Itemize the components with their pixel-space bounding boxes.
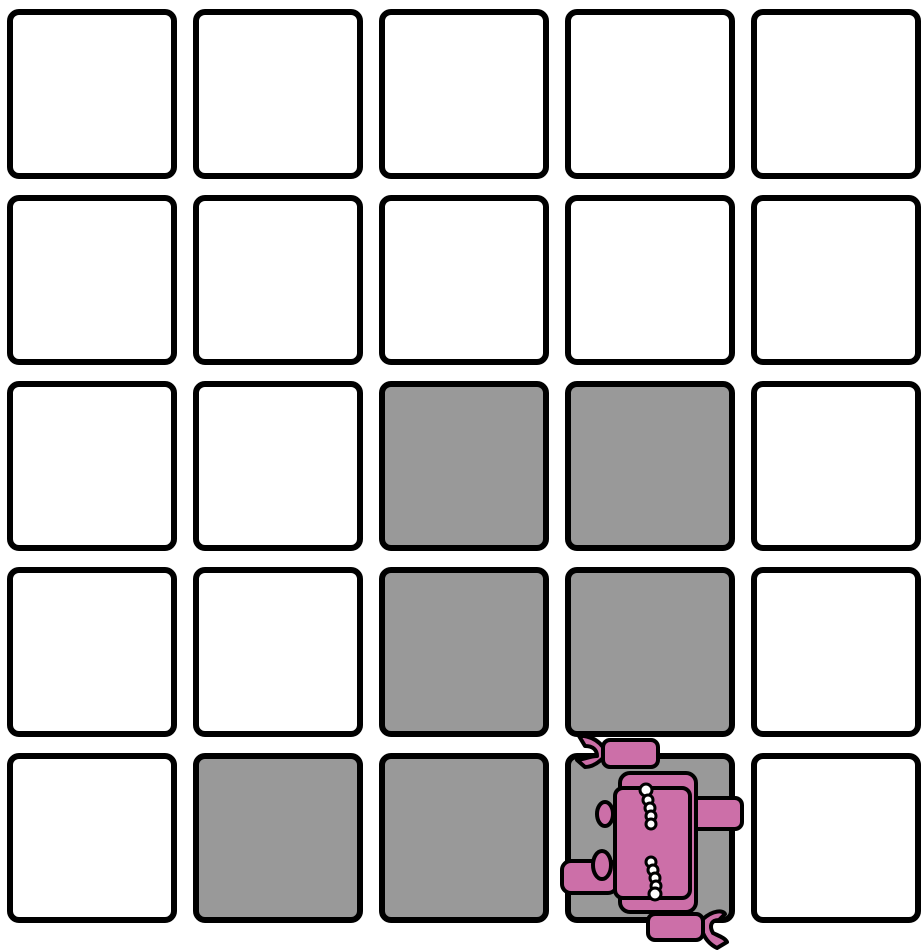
tile-r0-c2-empty: [379, 9, 549, 179]
tile-r3-c2-painted: [379, 567, 549, 737]
tile-r4-c0-empty: [7, 753, 177, 923]
robot-front-nose: [562, 802, 617, 893]
tile-r1-c0-empty: [7, 195, 177, 365]
tile-r4-c2-painted: [379, 753, 549, 923]
tile-r0-c1-empty: [193, 9, 363, 179]
robot-lower-claw-icon: [703, 911, 727, 948]
tile-r1-c1-empty: [193, 195, 363, 365]
tile-r2-c0-empty: [7, 381, 177, 551]
robot-icon: [555, 728, 750, 951]
tile-r0-c3-empty: [565, 9, 735, 179]
tile-r3-c3-painted: [565, 567, 735, 737]
tile-r2-c1-empty: [193, 381, 363, 551]
tile-r0-c0-empty: [7, 9, 177, 179]
robot-lower-arm: [648, 911, 727, 948]
tile-r3-c0-empty: [7, 567, 177, 737]
tile-r3-c4-empty: [751, 567, 921, 737]
tile-r1-c3-empty: [565, 195, 735, 365]
tile-r2-c3-painted: [565, 381, 735, 551]
tile-r3-c1-empty: [193, 567, 363, 737]
tile-r4-c4-empty: [751, 753, 921, 923]
tile-r2-c4-empty: [751, 381, 921, 551]
tile-r1-c4-empty: [751, 195, 921, 365]
robot-upper-arm: [577, 736, 658, 767]
tile-r2-c2-painted: [379, 381, 549, 551]
tile-r1-c2-empty: [379, 195, 549, 365]
tile-r4-c1-painted: [193, 753, 363, 923]
robot-upper-claw-icon: [577, 736, 603, 767]
tile-r0-c4-empty: [751, 9, 921, 179]
